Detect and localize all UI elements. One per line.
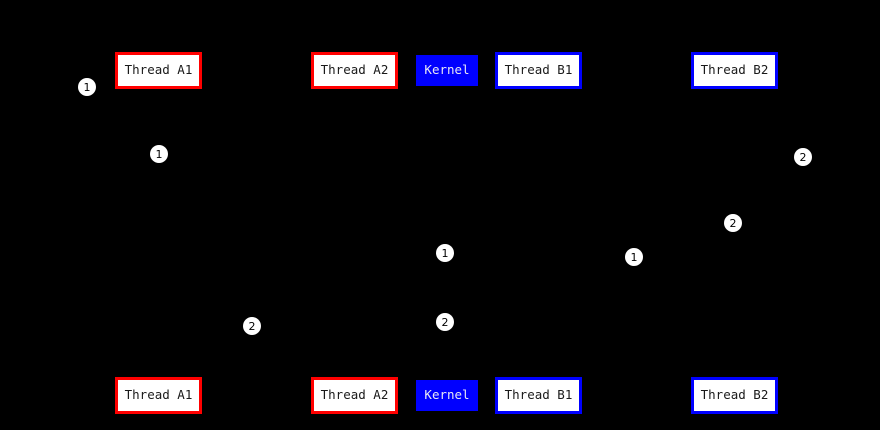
participant-label: Thread A1 <box>124 62 193 78</box>
lifeline-thread-a1 <box>158 89 159 377</box>
step-bullet-label: 2 <box>729 216 737 230</box>
step-bullet-label: 1 <box>83 80 91 94</box>
step-bullet: 2 <box>243 317 261 335</box>
step-bullet: 2 <box>724 214 742 232</box>
participant-header-thread-b2[interactable]: Thread B2 <box>691 52 778 89</box>
step-bullet-label: 2 <box>799 150 807 164</box>
lifeline-thread-a2 <box>355 89 356 377</box>
participant-label: Thread B1 <box>504 62 573 78</box>
lifeline-kernel <box>446 89 447 377</box>
step-bullet-label: 1 <box>441 246 449 260</box>
participant-footer-thread-b2[interactable]: Thread B2 <box>691 377 778 414</box>
participant-header-thread-b1[interactable]: Thread B1 <box>495 52 582 89</box>
participant-label: Thread A2 <box>320 62 389 78</box>
participant-label: Thread B2 <box>700 62 769 78</box>
participant-footer-thread-a2[interactable]: Thread A2 <box>311 377 398 414</box>
step-bullet: 1 <box>625 248 643 266</box>
step-bullet-label: 1 <box>155 147 163 161</box>
step-bullet-label: 1 <box>630 250 638 264</box>
participant-footer-thread-b1[interactable]: Thread B1 <box>495 377 582 414</box>
participant-label: Thread A1 <box>124 387 193 403</box>
step-bullet: 2 <box>794 148 812 166</box>
participant-header-thread-a1[interactable]: Thread A1 <box>115 52 202 89</box>
participant-footer-kernel[interactable]: Kernel <box>416 380 478 411</box>
lifeline-thread-b2 <box>734 89 735 377</box>
participant-label: Thread B2 <box>700 387 769 403</box>
participant-header-thread-a2[interactable]: Thread A2 <box>311 52 398 89</box>
step-bullet: 2 <box>436 313 454 331</box>
lifeline-thread-b1 <box>538 89 539 377</box>
step-bullet-label: 2 <box>248 319 256 333</box>
step-bullet-label: 2 <box>441 315 449 329</box>
participant-label: Thread B1 <box>504 387 573 403</box>
step-bullet: 1 <box>78 78 96 96</box>
participant-label: Kernel <box>424 387 470 403</box>
step-bullet: 1 <box>436 244 454 262</box>
step-bullet: 1 <box>150 145 168 163</box>
participant-label: Kernel <box>424 62 470 78</box>
participant-header-kernel[interactable]: Kernel <box>416 55 478 86</box>
participant-footer-thread-a1[interactable]: Thread A1 <box>115 377 202 414</box>
participant-label: Thread A2 <box>320 387 389 403</box>
